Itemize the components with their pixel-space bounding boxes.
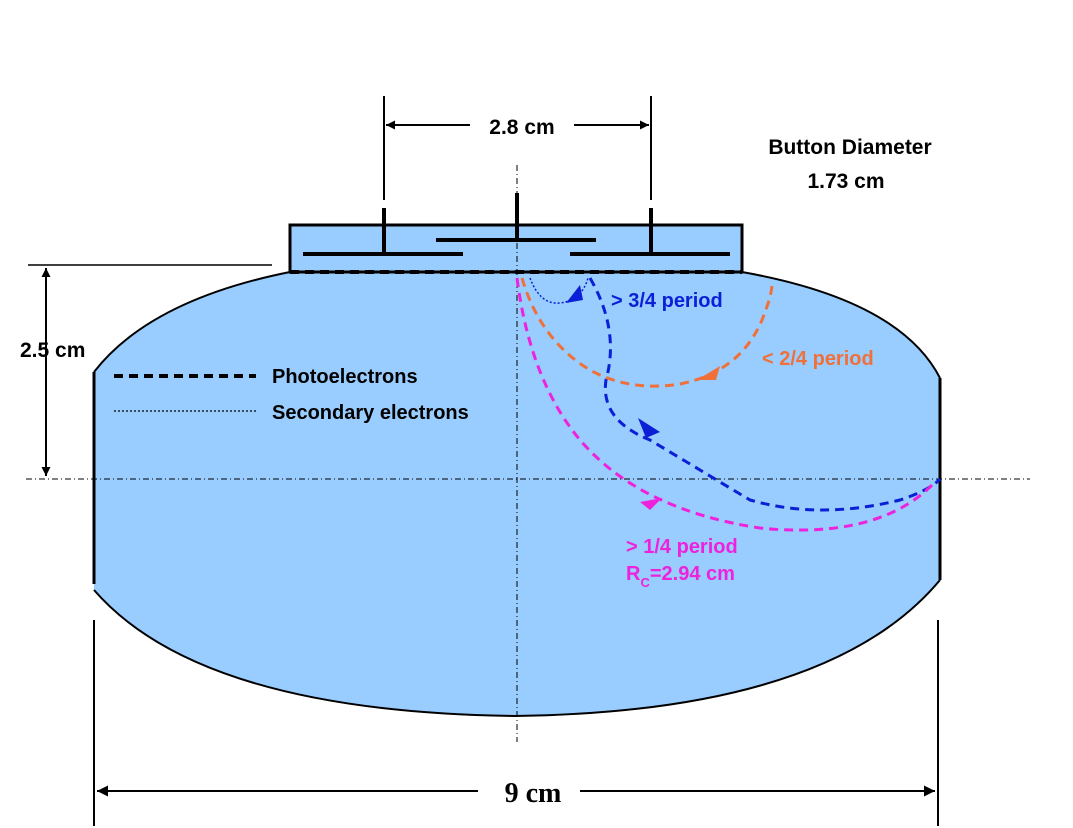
dim-bottom-label: 9 cm	[505, 778, 562, 809]
trajectory-orange-arrow	[697, 366, 720, 380]
dim-top-label: 2.8 cm	[489, 116, 554, 139]
trajectory-orange-label: < 2/4 period	[762, 348, 874, 370]
radius-prefix: R	[626, 563, 641, 585]
trajectory-blue-arrow	[638, 418, 660, 438]
radius-value: =2.94 cm	[650, 563, 735, 585]
legend-secondary-label: Secondary electrons	[272, 402, 469, 424]
trajectory-magenta-arrow	[640, 498, 662, 510]
legend-photoelectrons-label: Photoelectrons	[272, 366, 418, 388]
body-outline-top-right	[741, 271, 941, 379]
trajectory-blue	[588, 277, 942, 512]
trajectory-orange	[520, 277, 774, 388]
radius-label: RC=2.94 cm	[626, 563, 735, 590]
trajectory-magenta-label: > 1/4 period	[626, 536, 738, 558]
button-diameter-value: 1.73 cm	[807, 170, 884, 193]
secondary-electron-arrow	[566, 285, 583, 303]
trajectory-magenta	[515, 277, 937, 532]
trajectory-blue-label: > 3/4 period	[611, 290, 723, 312]
button-diameter-label: Button Diameter	[768, 136, 931, 159]
body-outline-bottom	[93, 579, 941, 718]
body-outline-top-left	[93, 271, 291, 373]
dim-height-label: 2.5 cm	[20, 339, 85, 362]
radius-subscript: C	[640, 575, 650, 590]
